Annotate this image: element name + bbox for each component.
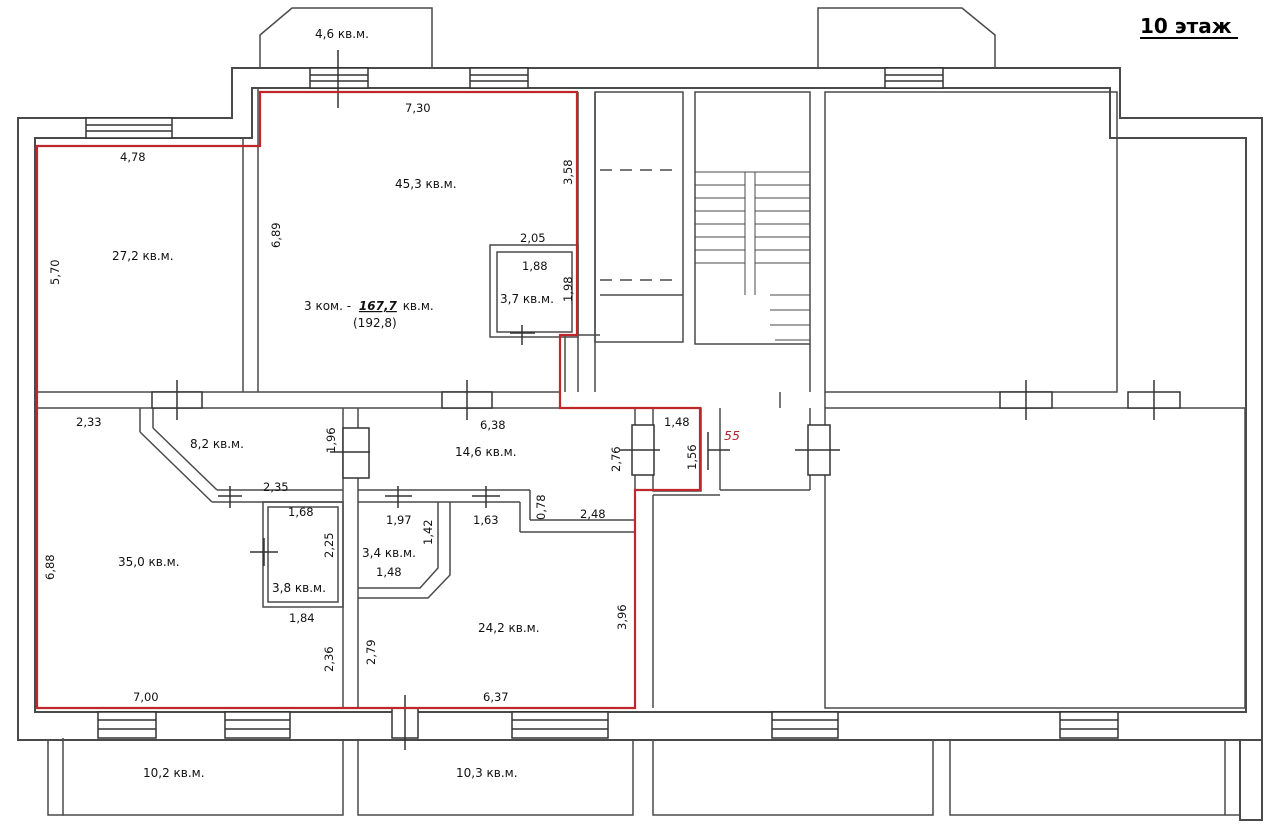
area-balcony-bl: 10,2 кв.м. — [143, 766, 205, 780]
door-right-1 — [999, 380, 1053, 420]
doors — [151, 50, 1181, 750]
dim-078: 0,78 — [534, 494, 548, 520]
dim-198: 1,98 — [561, 276, 575, 302]
dim-142: 1,42 — [421, 519, 435, 545]
door-right-2 — [1127, 380, 1181, 420]
room-labels: 4,6 кв.м. 45,3 кв.м. 27,2 кв.м. 3,7 кв.м… — [112, 27, 554, 780]
dim-700: 7,00 — [133, 690, 159, 704]
dim-478: 4,78 — [120, 150, 146, 164]
dim-235: 2,35 — [263, 480, 289, 494]
dim-396: 3,96 — [615, 604, 629, 630]
dim-188: 1,88 — [522, 259, 548, 273]
bottom-balconies — [47, 738, 1240, 816]
area-closet-small: 3,7 кв.м. — [500, 292, 554, 306]
door-left-hall — [151, 380, 203, 420]
dim-148-top: 1,48 — [664, 415, 690, 429]
door-corridor — [795, 424, 840, 476]
door-bottom-balcony — [391, 695, 419, 750]
dim-638: 6,38 — [480, 418, 506, 432]
window-top-2 — [469, 67, 529, 89]
dim-205: 2,05 — [520, 231, 546, 245]
dim-689: 6,89 — [269, 222, 283, 248]
window-left-top — [85, 117, 173, 139]
area-room-left: 27,2 кв.м. — [112, 249, 174, 263]
dim-197: 1,97 — [386, 513, 412, 527]
area-bath-1: 3,8 кв.м. — [272, 581, 326, 595]
dim-688: 6,88 — [43, 554, 57, 580]
dim-148-bot: 1,48 — [376, 565, 402, 579]
dim-233: 2,33 — [76, 415, 102, 429]
dim-184: 1,84 — [289, 611, 315, 625]
dimension-labels: 7,30 4,78 3,58 6,89 5,70 2,05 1,88 1,98 … — [43, 101, 699, 704]
dim-168: 1,68 — [288, 505, 314, 519]
dim-236: 2,36 — [322, 646, 336, 672]
dim-248: 2,48 — [580, 507, 606, 521]
svg-text:3 ком. - 167,7 кв.: 3 ком. - 167,7 кв.м. — [304, 299, 434, 313]
door-main — [441, 380, 493, 420]
dim-276: 2,76 — [609, 446, 623, 472]
summary-total-paren: (192,8) — [353, 316, 397, 330]
apartment-outline — [35, 90, 702, 710]
window-top-3 — [884, 67, 944, 89]
top-balconies — [259, 7, 996, 68]
windows — [85, 67, 1119, 739]
window-bottom-2 — [224, 711, 291, 739]
window-top-1 — [309, 67, 369, 89]
area-balcony-br: 10,3 кв.м. — [456, 766, 518, 780]
window-bottom-1 — [97, 711, 157, 739]
dim-730: 7,30 — [405, 101, 431, 115]
dim-570: 5,70 — [48, 259, 62, 285]
dim-225: 2,25 — [322, 532, 336, 558]
window-bottom-5 — [1059, 711, 1119, 739]
dim-196: 1,96 — [324, 427, 338, 453]
dim-637: 6,37 — [483, 690, 509, 704]
door-entry — [620, 424, 660, 476]
summary-suffix: кв.м. — [403, 299, 434, 313]
dim-358: 3,58 — [561, 159, 575, 185]
area-living-mid: 14,6 кв.м. — [455, 445, 517, 459]
dim-279: 2,79 — [364, 639, 378, 665]
unit-number: 55 — [724, 428, 740, 443]
door-hall-mid — [330, 427, 370, 479]
area-room-bottom-right: 24,2 кв.м. — [478, 621, 540, 635]
area-hall: 8,2 кв.м. — [190, 437, 244, 451]
area-bath-2: 3,4 кв.м. — [362, 546, 416, 560]
window-bottom-4 — [771, 711, 839, 739]
apartment-summary: 3 ком. - 167,7 кв.м. (192,8) 55 — [304, 299, 740, 443]
dim-163: 1,63 — [473, 513, 499, 527]
floor-label: 10 этаж — [1140, 14, 1232, 38]
area-room-main: 45,3 кв.м. — [395, 177, 457, 191]
dim-156: 1,56 — [685, 444, 699, 470]
area-room-bottom-left: 35,0 кв.м. — [118, 555, 180, 569]
interior-walls — [35, 88, 1246, 709]
summary-area: 167,7 — [359, 299, 398, 313]
window-bottom-3 — [511, 711, 609, 739]
area-balcony-top: 4,6 кв.м. — [315, 27, 369, 41]
summary-prefix: 3 ком. - — [304, 299, 351, 313]
